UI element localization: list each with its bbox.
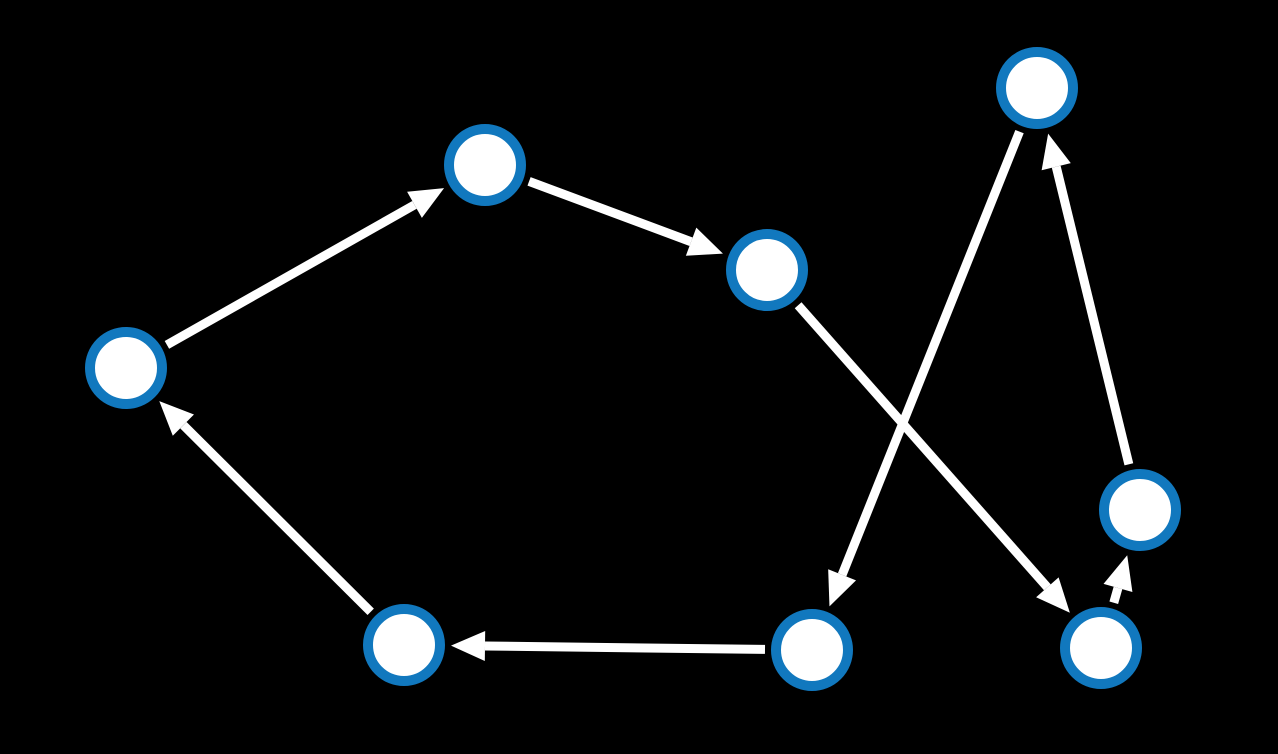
node-circle — [363, 604, 445, 686]
edges-layer — [159, 129, 1134, 661]
graph-node-e[interactable] — [1099, 469, 1181, 551]
edge-line — [1051, 165, 1134, 466]
edge-line — [1109, 586, 1123, 604]
graph-node-b[interactable] — [444, 124, 526, 206]
edge-arrowhead-icon — [1036, 577, 1070, 613]
edge-arrowhead-icon — [451, 630, 486, 661]
graph-edge-g-to-h[interactable] — [451, 630, 766, 661]
graph-node-a[interactable] — [85, 327, 167, 409]
edge-arrowhead-icon — [1103, 555, 1133, 593]
edge-arrowhead-icon — [407, 188, 445, 218]
edge-line — [164, 200, 417, 349]
graph-edge-b-to-c[interactable] — [527, 177, 723, 256]
graph-edge-e-to-d[interactable] — [1041, 133, 1134, 466]
edge-arrowhead-icon — [1041, 133, 1071, 171]
node-circle — [85, 327, 167, 409]
graph-node-f[interactable] — [1060, 607, 1142, 689]
node-circle — [444, 124, 526, 206]
node-circle — [996, 47, 1078, 129]
graph-edge-f-to-e[interactable] — [1103, 555, 1133, 604]
graph-edge-c-to-f[interactable] — [794, 302, 1070, 613]
node-circle — [726, 229, 808, 311]
edge-line — [180, 421, 374, 616]
edge-arrowhead-icon — [828, 569, 857, 607]
graph-edge-h-to-a[interactable] — [159, 401, 374, 616]
graph-node-g[interactable] — [771, 609, 853, 691]
graph-edge-d-to-g[interactable] — [828, 129, 1024, 607]
graph-node-h[interactable] — [363, 604, 445, 686]
graph-node-c[interactable] — [726, 229, 808, 311]
edge-line — [794, 302, 1051, 591]
node-circle — [1099, 469, 1181, 551]
edge-line — [484, 641, 766, 654]
graph-edge-a-to-b[interactable] — [164, 188, 445, 349]
nodes-layer — [85, 47, 1181, 691]
node-circle — [771, 609, 853, 691]
node-circle — [1060, 607, 1142, 689]
edge-arrowhead-icon — [159, 401, 194, 436]
graph-node-d[interactable] — [996, 47, 1078, 129]
edge-line — [837, 129, 1024, 577]
edge-line — [527, 177, 693, 246]
edge-arrowhead-icon — [685, 227, 723, 256]
